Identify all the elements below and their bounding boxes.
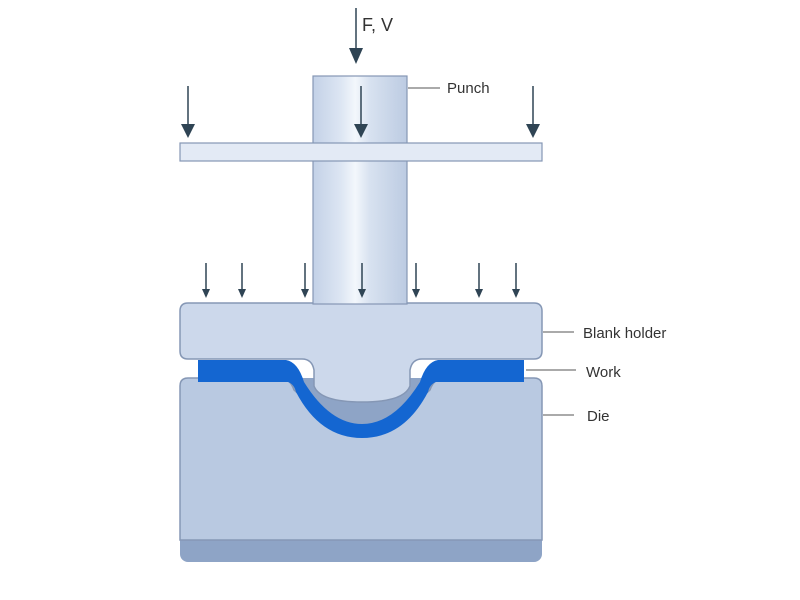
punch: [312, 75, 408, 305]
arrow-down-icon: [358, 263, 366, 298]
die-label: Die: [587, 408, 610, 425]
arrow-down-icon: [475, 263, 483, 298]
blank-holder: [179, 302, 543, 403]
arrow-down-icon: [526, 86, 540, 138]
blank-holder-label: Blank holder: [583, 325, 666, 342]
arrow-down-icon: [301, 263, 309, 298]
arrow-down-icon: [202, 263, 210, 298]
top-plate: [179, 142, 543, 162]
arrow-down-icon: [512, 263, 520, 298]
arrow-down-icon: [354, 86, 368, 138]
arrow-down-icon: [181, 86, 195, 138]
holder-force-arrows: [202, 263, 520, 298]
die-body: [179, 377, 543, 541]
main-force-arrow: [349, 8, 363, 64]
die: [179, 377, 543, 562]
force-label: F, V: [362, 15, 393, 35]
arrow-down-icon: [412, 263, 420, 298]
punch-label: Punch: [447, 80, 490, 97]
work-label: Work: [586, 364, 621, 381]
arrow-down-icon: [238, 263, 246, 298]
work-blank: [198, 360, 524, 438]
plate-force-arrows: [181, 86, 540, 138]
